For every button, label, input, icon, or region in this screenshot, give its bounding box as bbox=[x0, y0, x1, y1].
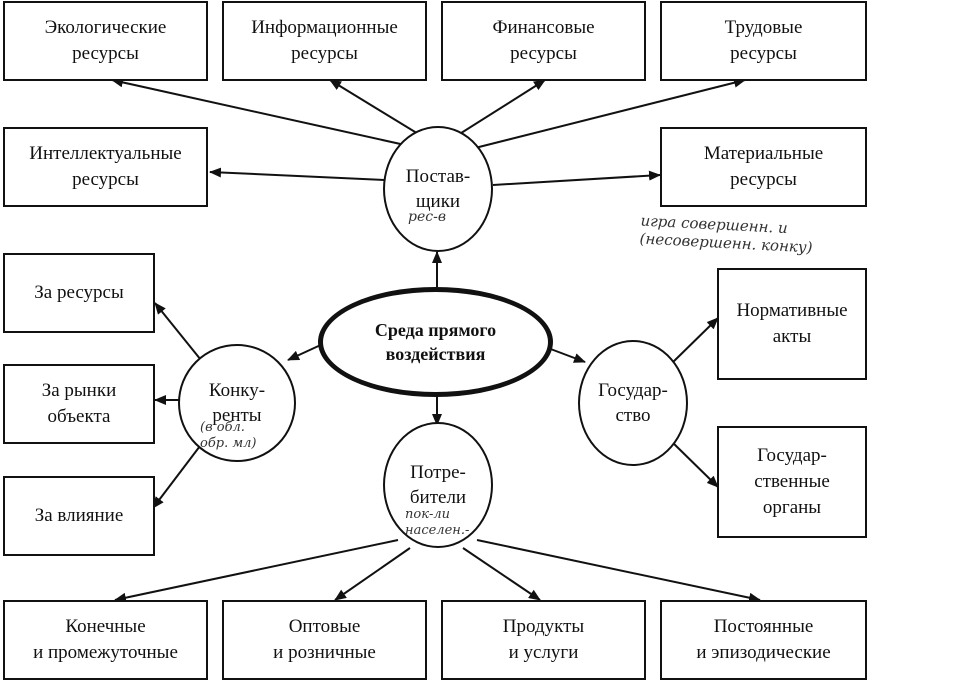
arrow-consumers-wholesale bbox=[334, 547, 411, 601]
box-permanent-episodic: Постоянные и эпизодические bbox=[660, 600, 867, 680]
label-informational-resources: Информационные ресурсы bbox=[251, 17, 398, 64]
oval-competitors: Конку- ренты bbox=[178, 344, 296, 462]
label-for-markets: За рынки объекта bbox=[41, 380, 117, 427]
box-state-bodies: Государ- ственные органы bbox=[717, 426, 867, 538]
label-state-bodies: Государ- ственные органы bbox=[754, 445, 830, 518]
oval-direct-environment: Среда прямого воздействия bbox=[318, 287, 553, 397]
label-final-intermediate: Конечные и промежуточные bbox=[33, 616, 178, 663]
box-labor-resources: Трудовые ресурсы bbox=[660, 1, 867, 81]
note-competitors: (в обл. обр. мл) bbox=[200, 420, 257, 451]
label-competitors: Конку- ренты bbox=[208, 380, 266, 426]
label-permanent-episodic: Постоянные и эпизодические bbox=[696, 616, 831, 663]
arrow-suppliers-intellectual bbox=[209, 167, 386, 181]
label-state: Государ- ство bbox=[598, 380, 668, 426]
note-consumers: пок-ли населен.- bbox=[405, 507, 470, 538]
note-suppliers: рес-в bbox=[408, 209, 446, 225]
label-direct-environment: Среда прямого воздействия bbox=[374, 320, 497, 364]
box-regulations: Нормативные акты bbox=[717, 268, 867, 380]
label-consumers: Потре- бители bbox=[409, 462, 467, 508]
arrow-suppliers-ecological bbox=[111, 77, 406, 146]
label-intellectual-resources: Интеллектуальные ресурсы bbox=[29, 143, 182, 190]
oval-state: Государ- ство bbox=[578, 340, 688, 466]
arrow-suppliers-labor bbox=[474, 77, 746, 149]
arrow-consumers-permanent bbox=[476, 539, 761, 603]
box-financial-resources: Финансовые ресурсы bbox=[441, 1, 646, 81]
oval-consumers: Потре- бители bbox=[383, 422, 493, 548]
label-financial-resources: Финансовые ресурсы bbox=[492, 17, 595, 64]
box-informational-resources: Информационные ресурсы bbox=[222, 1, 427, 81]
box-products-services: Продукты и услуги bbox=[441, 600, 646, 680]
arrow-suppliers-material bbox=[492, 170, 661, 186]
arrow-consumers-final bbox=[114, 539, 399, 603]
arrow-suppliers-financial bbox=[457, 79, 546, 136]
arrow-competitors-resources bbox=[154, 302, 206, 366]
label-suppliers: Постав- щики bbox=[405, 166, 471, 212]
box-for-influence: За влияние bbox=[3, 476, 155, 556]
arrow-state-regulations bbox=[669, 317, 719, 366]
box-ecological-resources: Экологические ресурсы bbox=[3, 1, 208, 81]
label-material-resources: Материальные ресурсы bbox=[703, 143, 824, 190]
arrow-state-bodies bbox=[669, 439, 719, 488]
label-ecological-resources: Экологические ресурсы bbox=[44, 17, 167, 64]
arrow-consumers-products bbox=[462, 547, 541, 601]
arrow-competitors-influence bbox=[152, 445, 201, 509]
box-material-resources: Материальные ресурсы bbox=[660, 127, 867, 207]
label-wholesale-retail: Оптовые и розничные bbox=[273, 616, 376, 663]
box-intellectual-resources: Интеллектуальные ресурсы bbox=[3, 127, 208, 207]
oval-suppliers: Постав- щики bbox=[383, 126, 493, 252]
box-for-resources: За ресурсы bbox=[3, 253, 155, 333]
arrow-suppliers-informational bbox=[329, 79, 421, 136]
arrow-center-state bbox=[547, 347, 586, 363]
label-for-resources: За ресурсы bbox=[34, 282, 124, 303]
label-for-influence: За влияние bbox=[34, 505, 124, 526]
label-regulations: Нормативные акты bbox=[736, 300, 848, 347]
box-final-intermediate: Конечные и промежуточные bbox=[3, 600, 208, 680]
box-for-markets: За рынки объекта bbox=[3, 364, 155, 444]
label-labor-resources: Трудовые ресурсы bbox=[724, 17, 803, 64]
box-wholesale-retail: Оптовые и розничные bbox=[222, 600, 427, 680]
label-products-services: Продукты и услуги bbox=[502, 616, 585, 663]
